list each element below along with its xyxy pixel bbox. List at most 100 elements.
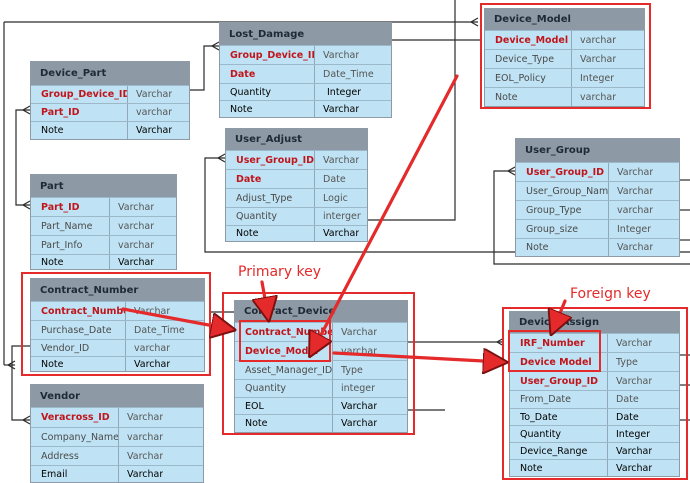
foreign-key-label: Foreign key [570, 286, 651, 302]
table-row[interactable]: Quantity Integer [220, 83, 391, 100]
column-type: varchar [136, 107, 173, 118]
column-name: Adjust_Type [226, 189, 315, 207]
table-title: Vendor [31, 385, 203, 407]
table-row[interactable]: Part_Name varchar [31, 216, 176, 235]
column-name: User_Group_ID [510, 372, 608, 390]
column-name: Quantity [510, 426, 608, 442]
column-name: Date [226, 170, 315, 188]
column-name: Note [31, 255, 110, 269]
highlight-primary-keys [239, 320, 331, 362]
column-name: Group_size [516, 220, 609, 238]
column-type: Integer [617, 223, 652, 235]
table-row[interactable]: Note Varchar [31, 356, 204, 371]
column-type: varchar [118, 220, 155, 232]
column-type: Logic [323, 192, 348, 204]
column-type: Date [616, 394, 639, 405]
column-name: Device_Range [510, 443, 608, 459]
column-type: Varchar [617, 242, 654, 253]
column-name: Note [510, 460, 608, 476]
column-name: Quantity [226, 208, 315, 225]
column-type: Varchar [118, 256, 155, 268]
table-title: Device_Part [31, 62, 189, 85]
table-row[interactable]: IRF_Number Varchar [510, 333, 679, 352]
column-name: Note [31, 122, 128, 139]
primary-key-label: Primary key [238, 264, 322, 280]
column-name: Note [220, 101, 315, 117]
column-name: Note [31, 357, 126, 371]
table-row[interactable]: Vendor_ID varchar [31, 339, 204, 356]
column-type: Varchar [127, 468, 164, 480]
column-name: Email [31, 466, 119, 482]
column-type: varchar [134, 342, 171, 354]
column-name: Device Model [510, 353, 608, 371]
column-name: Part_Name [31, 217, 110, 235]
column-type: Integer [327, 86, 362, 98]
column-name: Asset_Manager_ID [235, 361, 333, 379]
table-row[interactable]: Email Varchar [31, 465, 203, 482]
table-row[interactable]: Group_size Integer [516, 219, 679, 238]
column-name: IRF_Number [510, 334, 608, 352]
table-title: Part [31, 175, 176, 197]
column-type: Varchar [616, 462, 653, 474]
column-name: Vendor_ID [31, 340, 126, 356]
table-row[interactable]: Adjust_Type Logic [226, 188, 367, 207]
table-row[interactable]: Note Varchar [31, 254, 176, 269]
column-type: Type [616, 356, 638, 368]
column-type: Varchar [617, 166, 654, 178]
column-type: Varchar [136, 89, 173, 100]
column-type: varchar [127, 431, 164, 443]
column-name: Note [226, 226, 315, 241]
column-name: Quantity [220, 84, 315, 100]
highlight-contract-device [222, 292, 415, 435]
column-name: Device_Type [485, 50, 572, 68]
table-row[interactable]: Quantity Integer [510, 425, 679, 442]
column-type: Date [616, 411, 639, 423]
column-type: Date_Time [323, 68, 374, 80]
column-type: Varchar [616, 337, 653, 349]
column-name: Quantity [235, 380, 333, 397]
column-type: Varchar [134, 358, 171, 370]
table-title: User_Adjust [226, 129, 367, 150]
column-name: Part_Info [31, 236, 110, 254]
column-type: Varchar [341, 400, 378, 412]
table-row[interactable]: Device Model Type [510, 352, 679, 371]
table-row[interactable]: Note Varchar [510, 459, 679, 476]
column-type: Integer [616, 428, 651, 440]
